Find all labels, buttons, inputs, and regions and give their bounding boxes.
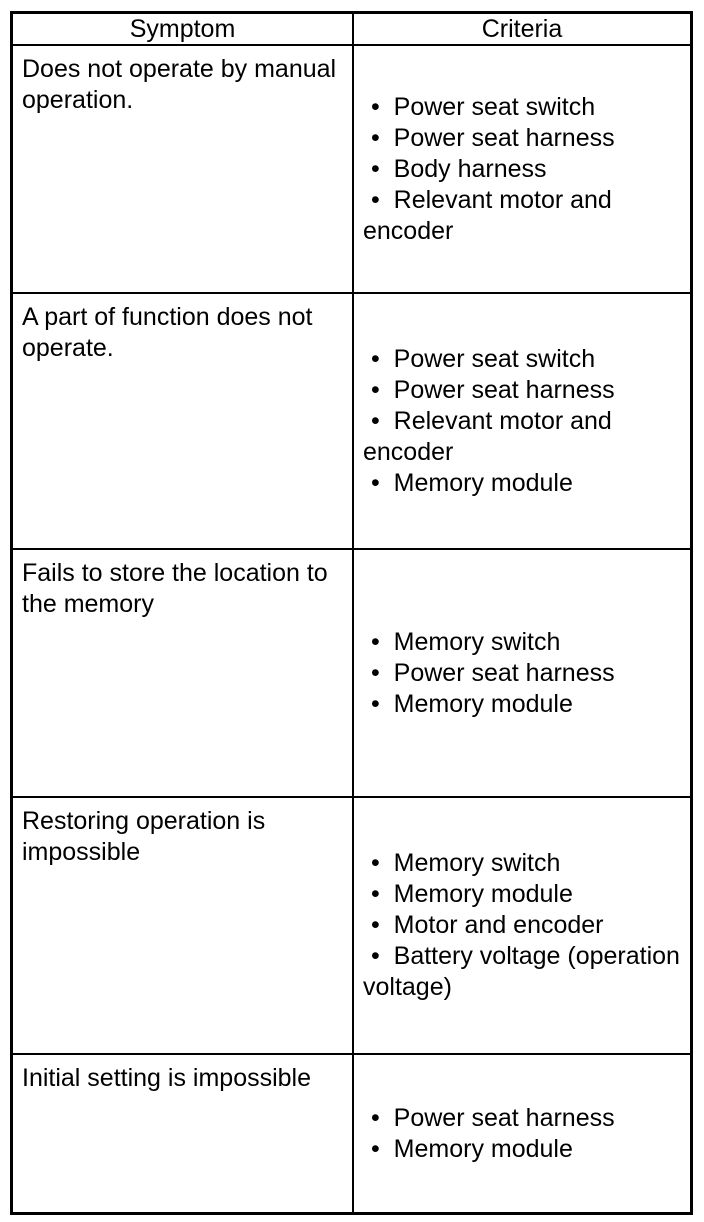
criteria-item: Power seat harness: [363, 1103, 684, 1134]
criteria-column-header: Criteria: [481, 14, 563, 43]
criteria-item: Memory module: [363, 1134, 684, 1165]
criteria-item: Power seat harness: [363, 658, 684, 689]
header-cell-criteria: Criteria: [354, 14, 690, 46]
criteria-cell: Memory switch Power seat harness Memory …: [354, 550, 690, 798]
criteria-item: Power seat harness: [363, 123, 684, 154]
criteria-item: Memory module: [363, 468, 684, 499]
criteria-item: Memory module: [363, 689, 684, 720]
criteria-item: Power seat switch: [363, 344, 684, 375]
criteria-item: Power seat switch: [363, 92, 684, 123]
header-cell-symptom: Symptom: [13, 14, 354, 46]
criteria-item: Memory module: [363, 879, 684, 910]
criteria-cell: Power seat switch Power seat harness Rel…: [354, 294, 690, 550]
symptom-cell: Fails to store the location to the memor…: [13, 550, 354, 798]
symptom-column-header: Symptom: [129, 14, 236, 43]
symptom-cell: Restoring operation is impossible: [13, 798, 354, 1055]
criteria-item: Battery voltage (operation voltage): [363, 941, 684, 1003]
criteria-item: Power seat harness: [363, 375, 684, 406]
criteria-item: Relevant motor and encoder: [363, 406, 684, 468]
symptom-cell: Does not operate by manual operation.: [13, 46, 354, 294]
symptom-cell: A part of function does not operate.: [13, 294, 354, 550]
criteria-cell: Memory switch Memory module Motor and en…: [354, 798, 690, 1055]
criteria-item: Body harness: [363, 154, 684, 185]
criteria-cell: Power seat harness Memory module: [354, 1055, 690, 1212]
symptom-cell: Initial setting is impossible: [13, 1055, 354, 1212]
criteria-cell: Power seat switch Power seat harness Bod…: [354, 46, 690, 294]
criteria-item: Relevant motor and encoder: [363, 185, 684, 247]
criteria-item: Motor and encoder: [363, 910, 684, 941]
criteria-item: Memory switch: [363, 848, 684, 879]
criteria-item: Memory switch: [363, 627, 684, 658]
symptom-criteria-table: Symptom Criteria Does not operate by man…: [10, 11, 693, 1215]
